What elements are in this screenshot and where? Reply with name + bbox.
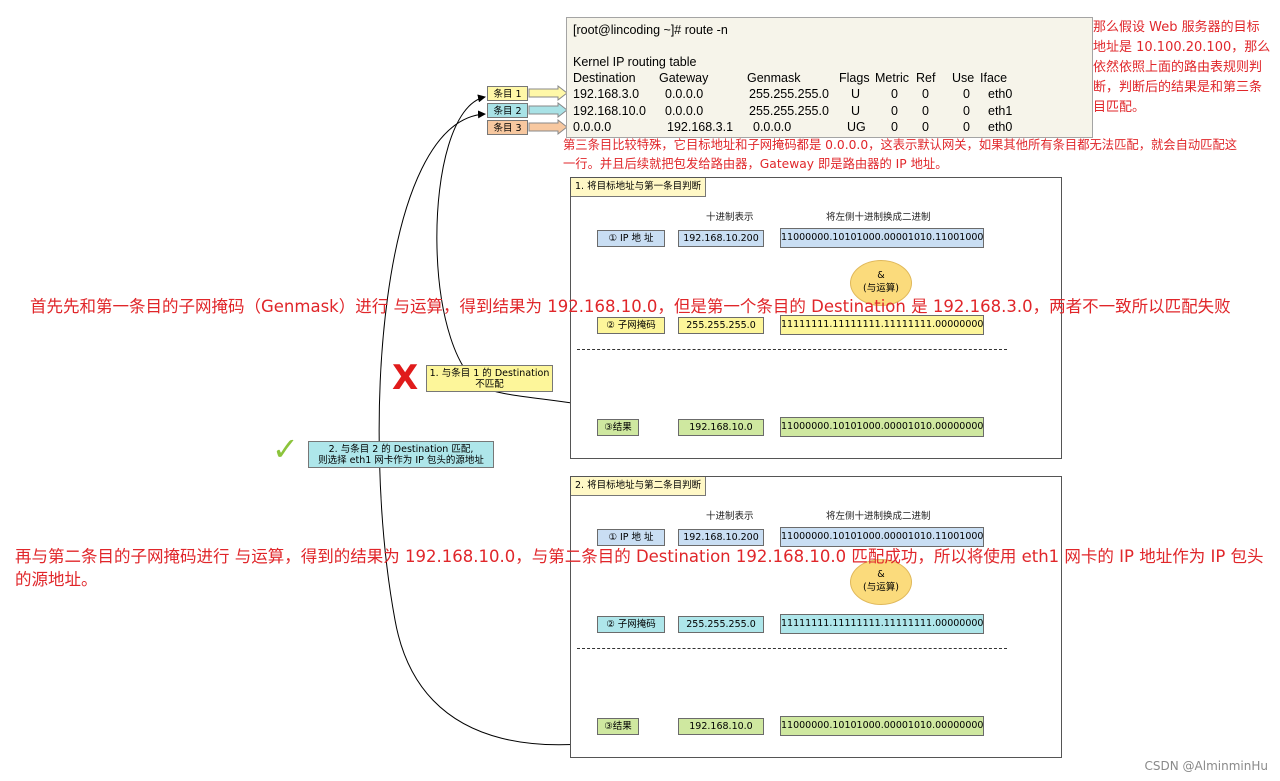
ip-label: ① IP 地 址	[597, 529, 665, 546]
row-cell: 0	[963, 87, 970, 101]
result-decimal: 192.168.10.0	[678, 718, 764, 735]
big-note-second-entry: 再与第二条目的子网掩码进行 与运算，得到的结果为 192.168.10.0，与第…	[15, 545, 1264, 591]
row-cell: UG	[847, 120, 866, 134]
and-symbol: &	[877, 270, 885, 281]
right-note: 那么假设 Web 服务器的目标 地址是 10.100.20.100，那么 依然依…	[1093, 18, 1273, 118]
col-flags: Flags	[839, 71, 870, 85]
entry3-note-line: 第三条目比较特殊，它目标地址和子网掩码都是 0.0.0.0，这表示默认网关，如果…	[563, 138, 1238, 152]
success-callout: 2. 与条目 2 的 Destination 匹配, 则选择 eth1 网卡作为…	[308, 441, 494, 468]
row-cell: 255.255.255.0	[749, 87, 829, 101]
terminal-prompt: [root@lincoding ~]# route -n	[573, 23, 728, 37]
and-symbol: &	[877, 569, 885, 580]
mask-binary: 11111111.11111111.11111111.00000000	[780, 614, 984, 634]
big-note-first-entry: 首先先和第一条目的子网掩码（Genmask）进行 与运算，得到结果为 192.1…	[30, 297, 1231, 316]
right-note-line: 地址是 10.100.20.100，那么	[1093, 40, 1271, 55]
row-cell: 0.0.0.0	[573, 120, 612, 134]
col-genmask: Genmask	[747, 71, 801, 85]
col-binary-header: 将左侧十进制换成二进制	[826, 212, 931, 223]
callout-line: 2. 与条目 2 的 Destination 匹配,	[328, 444, 474, 455]
fail-callout: 1. 与条目 1 的 Destination 不匹配	[426, 365, 553, 392]
entry3-note-line: 一行。并且后续就把包发给路由器，Gateway 即是路由器的 IP 地址。	[563, 157, 948, 171]
result-binary: 11000000.10101000.00001010.00000000	[780, 716, 984, 736]
result-label: ③结果	[597, 419, 639, 436]
callout-line: 则选择 eth1 网卡作为 IP 包头的源地址	[318, 455, 484, 466]
row-cell: 0	[922, 87, 929, 101]
panel-title: 2. 将目标地址与第二条目判断	[571, 477, 707, 496]
row-cell: eth0	[988, 120, 1013, 134]
col-use: Use	[952, 71, 975, 85]
entry-arrows	[528, 84, 568, 136]
col-metric: Metric	[875, 71, 910, 85]
callout-line: 1. 与条目 1 的 Destination	[429, 368, 550, 379]
entry-tag-label: 条目 2	[493, 106, 522, 117]
entry-tag-1: 条目 1	[487, 86, 528, 101]
panel-compare-entry-1: 1. 将目标地址与第一条目判断 十进制表示 将左侧十进制换成二进制 ① IP 地…	[570, 177, 1062, 459]
row-cell: U	[851, 104, 861, 118]
col-decimal-header: 十进制表示	[706, 511, 754, 522]
watermark: CSDN @AlminminHu	[1144, 759, 1268, 773]
ip-binary: 11000000.10101000.00001010.11001000	[780, 228, 984, 248]
divider	[577, 648, 1007, 649]
row-cell: 0	[963, 104, 970, 118]
row-cell: 192.168.10.0	[573, 104, 646, 118]
row-cell: eth0	[988, 87, 1013, 101]
col-gateway: Gateway	[659, 71, 709, 85]
panel-title: 1. 将目标地址与第一条目判断	[571, 178, 707, 197]
col-iface: Iface	[980, 71, 1008, 85]
entry-tag-label: 条目 3	[493, 123, 522, 134]
callout-line: 不匹配	[475, 379, 504, 390]
row-cell: 0	[922, 120, 929, 134]
and-label: (与运算)	[863, 283, 899, 294]
and-label: (与运算)	[863, 582, 899, 593]
ip-decimal: 192.168.10.200	[678, 230, 764, 247]
and-operation: & (与运算)	[850, 260, 912, 306]
row-cell: U	[851, 87, 861, 101]
right-note-line: 断，判断后的结果是和第三条	[1093, 80, 1263, 95]
row-cell: 255.255.255.0	[749, 104, 829, 118]
terminal-table-title: Kernel IP routing table	[573, 55, 697, 69]
row-cell: 0.0.0.0	[665, 104, 704, 118]
mask-decimal: 255.255.255.0	[678, 317, 764, 334]
entry-tag-3: 条目 3	[487, 120, 528, 135]
ip-label: ① IP 地 址	[597, 230, 665, 247]
link-result2-to-entry2	[378, 110, 679, 746]
row-cell: 0.0.0.0	[753, 120, 792, 134]
big-note-line: 再与第二条目的子网掩码进行 与运算，得到的结果为 192.168.10.0，与第…	[15, 547, 1264, 566]
right-note-line: 那么假设 Web 服务器的目标	[1093, 20, 1260, 35]
result-binary: 11000000.10101000.00001010.00000000	[780, 417, 984, 437]
mask-binary: 11111111.11111111.11111111.00000000	[780, 315, 984, 335]
mask-decimal: 255.255.255.0	[678, 616, 764, 633]
ip-decimal: 192.168.10.200	[678, 529, 764, 546]
row-cell: 192.168.3.0	[573, 87, 640, 101]
row-cell: eth1	[988, 104, 1013, 118]
result-label: ③结果	[597, 718, 639, 735]
big-note-line: 的源地址。	[15, 570, 98, 589]
success-check-icon: ✓	[272, 430, 299, 468]
mask-label: ② 子网掩码	[597, 317, 665, 334]
entry3-note: 第三条目比较特殊，它目标地址和子网掩码都是 0.0.0.0，这表示默认网关，如果…	[563, 136, 1275, 174]
divider	[577, 349, 1007, 350]
and-operation: & (与运算)	[850, 559, 912, 605]
row-cell: 192.168.3.1	[667, 120, 734, 134]
entry-tag-label: 条目 1	[493, 89, 522, 100]
row-cell: 0	[891, 120, 898, 134]
mask-label: ② 子网掩码	[597, 616, 665, 633]
row-cell: 0	[891, 104, 898, 118]
row-cell: 0	[963, 120, 970, 134]
col-binary-header: 将左侧十进制换成二进制	[826, 511, 931, 522]
panel-compare-entry-2: 2. 将目标地址与第二条目判断 十进制表示 将左侧十进制换成二进制 ① IP 地…	[570, 476, 1062, 758]
col-destination: Destination	[573, 71, 636, 85]
route-terminal: [root@lincoding ~]# route -n Kernel IP r…	[566, 17, 1093, 138]
row-cell: 0	[891, 87, 898, 101]
fail-cross-icon: X	[392, 358, 419, 398]
entry-tag-2: 条目 2	[487, 103, 528, 118]
result-decimal: 192.168.10.0	[678, 419, 764, 436]
right-note-line: 依然依照上面的路由表规则判	[1093, 60, 1263, 75]
right-note-line: 目匹配。	[1093, 100, 1146, 115]
col-ref: Ref	[916, 71, 936, 85]
row-cell: 0.0.0.0	[665, 87, 704, 101]
col-decimal-header: 十进制表示	[706, 212, 754, 223]
row-cell: 0	[922, 104, 929, 118]
ip-binary: 11000000.10101000.00001010.11001000	[780, 527, 984, 547]
